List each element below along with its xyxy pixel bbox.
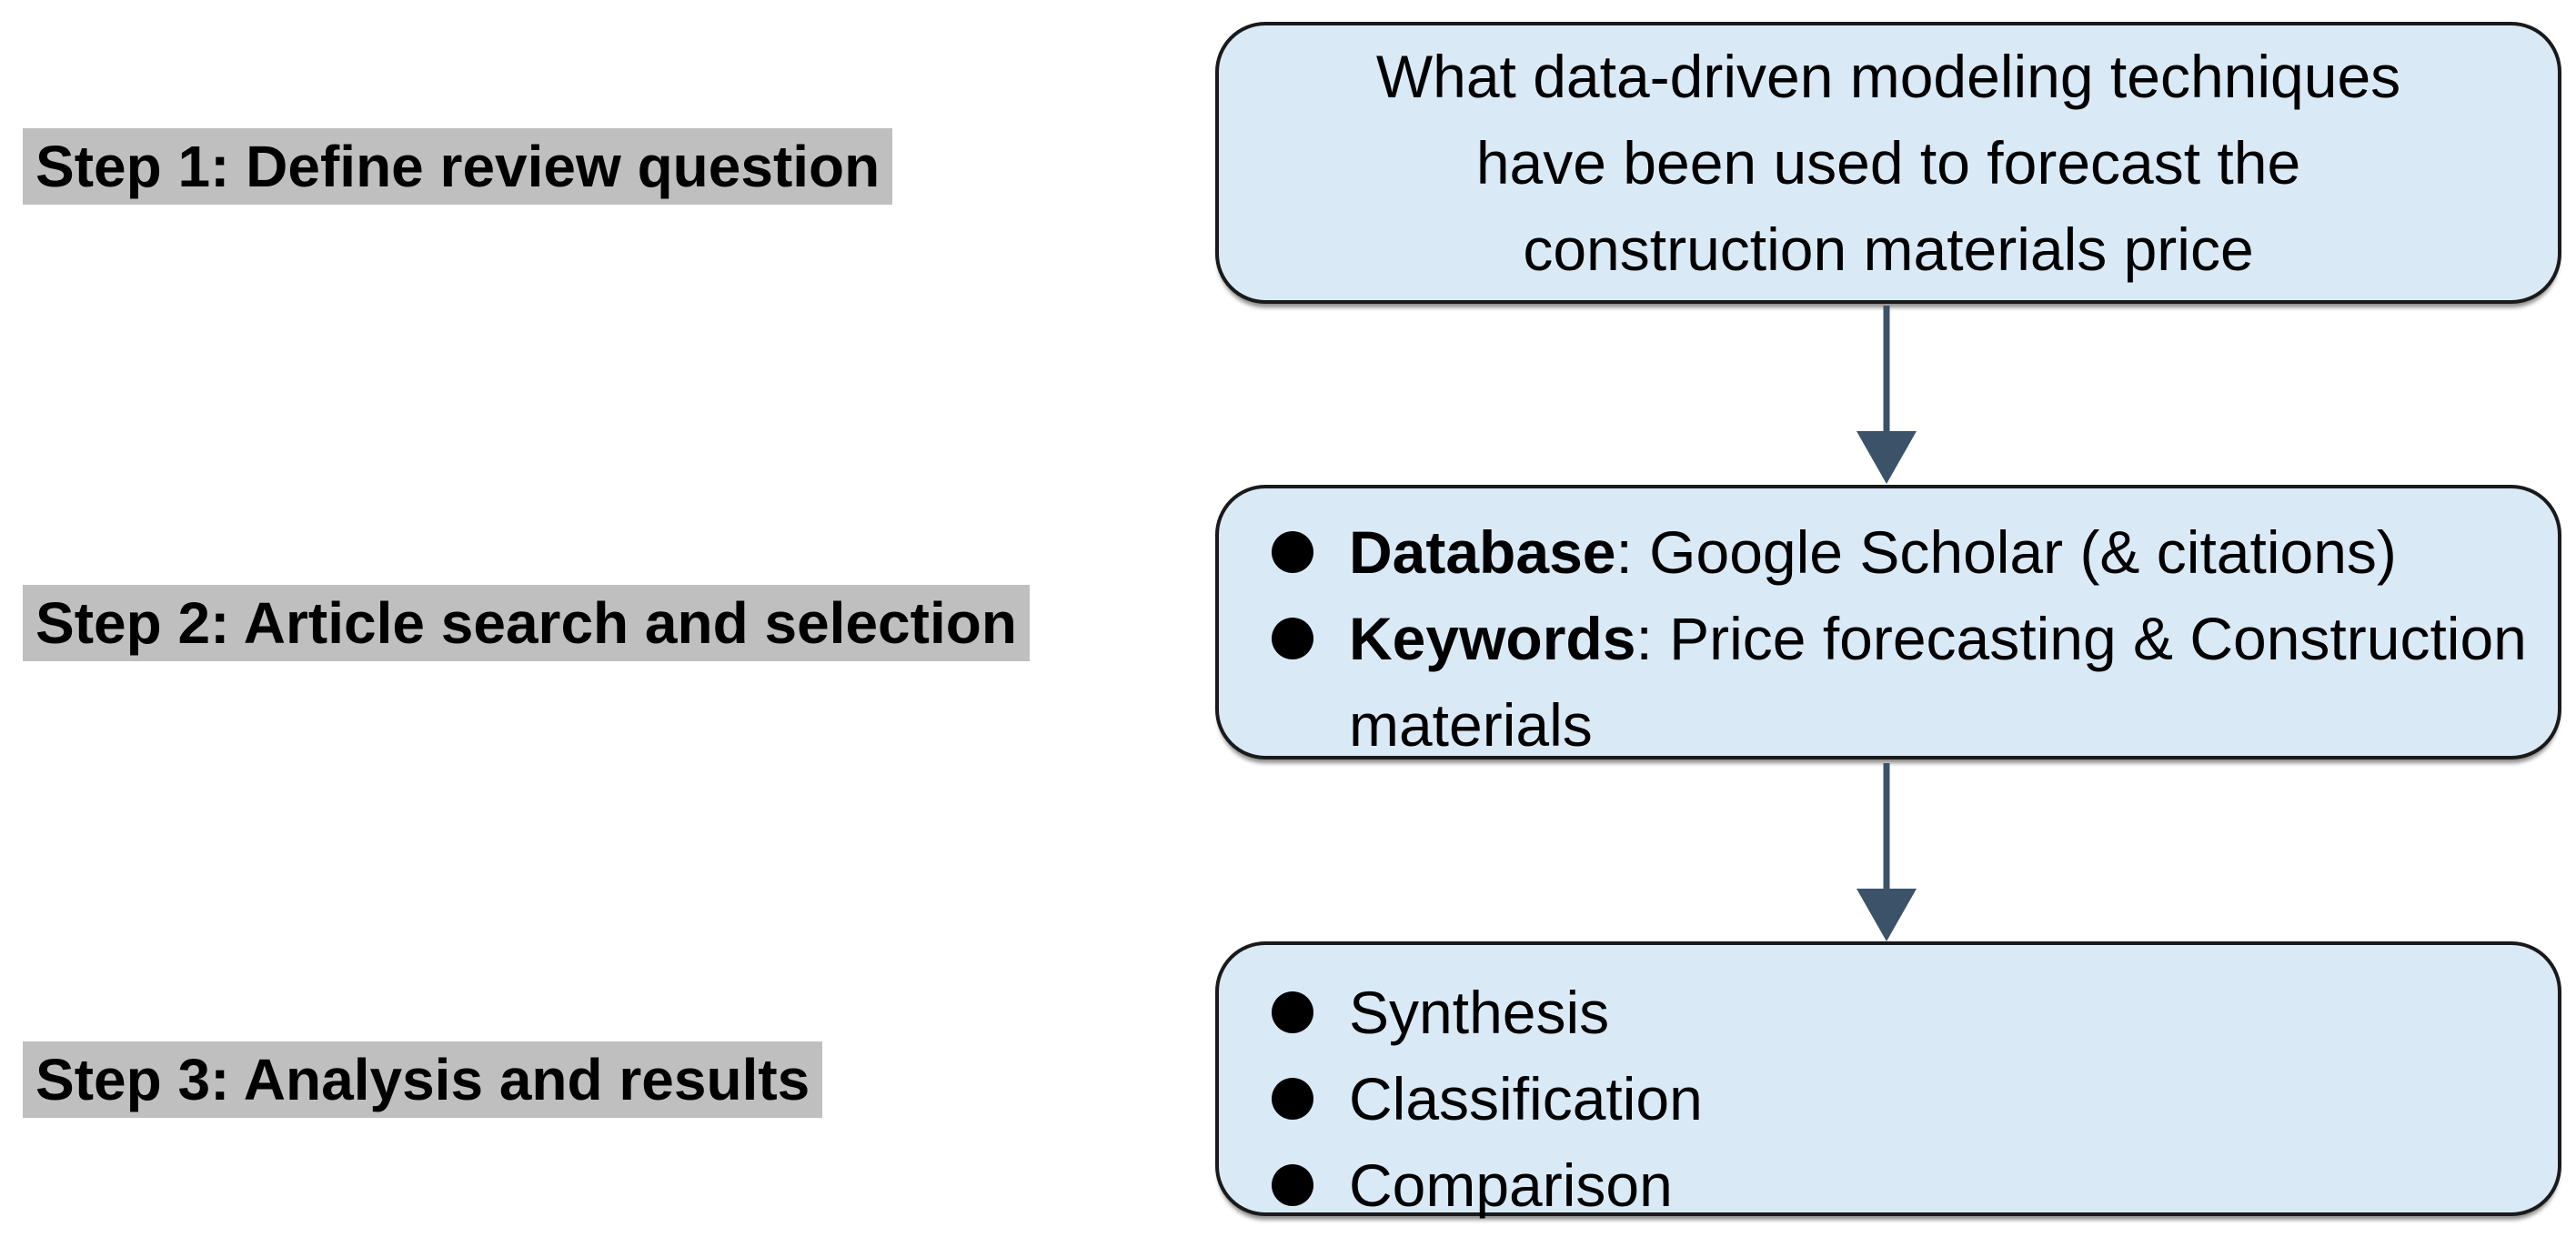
- bullet-icon: [1272, 991, 1313, 1033]
- arrow-head: [1857, 889, 1917, 941]
- review-question-box: What data-driven modeling techniques hav…: [1215, 22, 2561, 304]
- step-1-label: Step 1: Define review question: [23, 128, 893, 205]
- bullet-icon: [1272, 618, 1313, 659]
- analysis-results-box: Synthesis Classification Comparison: [1215, 941, 2561, 1219]
- list-item: Classification: [1272, 1056, 2540, 1142]
- down-arrow-icon: [1857, 306, 1917, 484]
- step-2-label: Step 2: Article search and selection: [23, 585, 1030, 661]
- analysis-list: Synthesis Classification Comparison: [1272, 970, 2540, 1229]
- search-criteria-list: Database: Google Scholar (& citations) K…: [1272, 509, 2540, 769]
- bullet-icon: [1272, 1164, 1313, 1206]
- database-value: : Google Scholar (& citations): [1615, 518, 2397, 586]
- question-line-3: construction materials price: [1523, 215, 2254, 283]
- list-item-text: Keywords: Price forecasting & Constructi…: [1349, 596, 2540, 769]
- bullet-icon: [1272, 1078, 1313, 1120]
- list-item: Database: Google Scholar (& citations): [1272, 509, 2540, 596]
- list-item: Synthesis: [1272, 970, 2540, 1056]
- down-arrow-icon: [1857, 763, 1917, 941]
- list-item-text: Classification: [1349, 1065, 1703, 1132]
- database-lead-label: Database: [1349, 518, 1616, 586]
- keywords-lead-label: Keywords: [1349, 605, 1636, 672]
- list-item-text: Database: Google Scholar (& citations): [1349, 509, 2540, 596]
- bullet-icon: [1272, 531, 1313, 573]
- keywords-value: : Price forecasting & Construction mater…: [1349, 605, 2527, 759]
- list-item-text: Comparison: [1349, 1152, 1673, 1219]
- question-line-2: have been used to forecast the: [1475, 128, 2301, 196]
- list-item: Keywords: Price forecasting & Constructi…: [1272, 596, 2540, 769]
- article-search-box: Database: Google Scholar (& citations) K…: [1215, 485, 2561, 759]
- question-line-1: What data-driven modeling techniques: [1375, 42, 2401, 110]
- list-item: Comparison: [1272, 1142, 2540, 1229]
- arrow-head: [1857, 431, 1917, 484]
- step-3-label: Step 3: Analysis and results: [23, 1041, 823, 1118]
- list-item-text: Synthesis: [1349, 979, 1610, 1046]
